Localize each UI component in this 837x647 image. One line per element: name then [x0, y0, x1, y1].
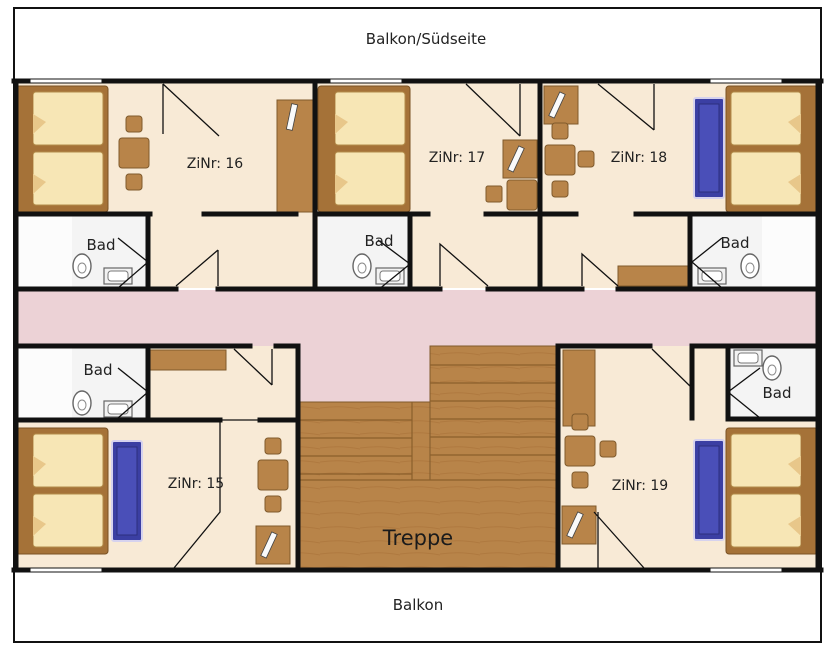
desk-lamp-icon [285, 103, 299, 131]
desk [543, 85, 579, 125]
sofa [111, 440, 143, 542]
balcony-south-label: Balkon/Südseite [366, 30, 486, 48]
bath-19-label: Bad [762, 384, 791, 402]
balcony-north-label: Balkon [393, 596, 444, 614]
bath-17-label: Bad [364, 232, 393, 250]
wardrobe [562, 349, 596, 427]
door-swings [117, 83, 761, 569]
windows [29, 78, 783, 573]
bath-16-label: Bad [86, 236, 115, 254]
walls [11, 78, 824, 573]
double-bed [317, 85, 411, 213]
room-19-label: ZiNr: 19 [612, 478, 668, 494]
stool [485, 185, 503, 203]
chair [599, 440, 617, 458]
desk [255, 525, 291, 565]
balcony-north [15, 572, 820, 641]
desk [502, 139, 538, 179]
sofa [693, 97, 725, 199]
toilet-icon [740, 253, 760, 279]
double-bed [725, 85, 819, 213]
chair [506, 179, 538, 211]
toilet-icon [352, 253, 372, 279]
stairs-label: Treppe [382, 526, 453, 550]
desk [561, 505, 597, 545]
sink-icon [103, 267, 133, 285]
double-bed [725, 427, 819, 555]
sink-icon [733, 349, 763, 367]
sink-icon [375, 267, 405, 285]
wardrobe [149, 349, 227, 371]
double-bed [15, 85, 109, 213]
stair-landing [298, 346, 430, 402]
toilet-icon [72, 253, 92, 279]
room-17-label: ZiNr: 17 [429, 150, 485, 166]
toilet-icon [762, 355, 782, 381]
dresser [617, 265, 689, 287]
corridor [16, 290, 818, 346]
room-18-label: ZiNr: 18 [611, 150, 667, 166]
sofa [693, 439, 725, 541]
room-15-label: ZiNr: 15 [168, 476, 224, 492]
staircase [297, 345, 558, 568]
toilet-icon [72, 390, 92, 416]
double-bed [15, 427, 109, 555]
bath-18-label: Bad [720, 234, 749, 252]
room-16-label: ZiNr: 16 [187, 156, 244, 172]
chair [577, 150, 595, 168]
balcony-south [15, 9, 820, 79]
bath-15-label: Bad [83, 361, 112, 379]
